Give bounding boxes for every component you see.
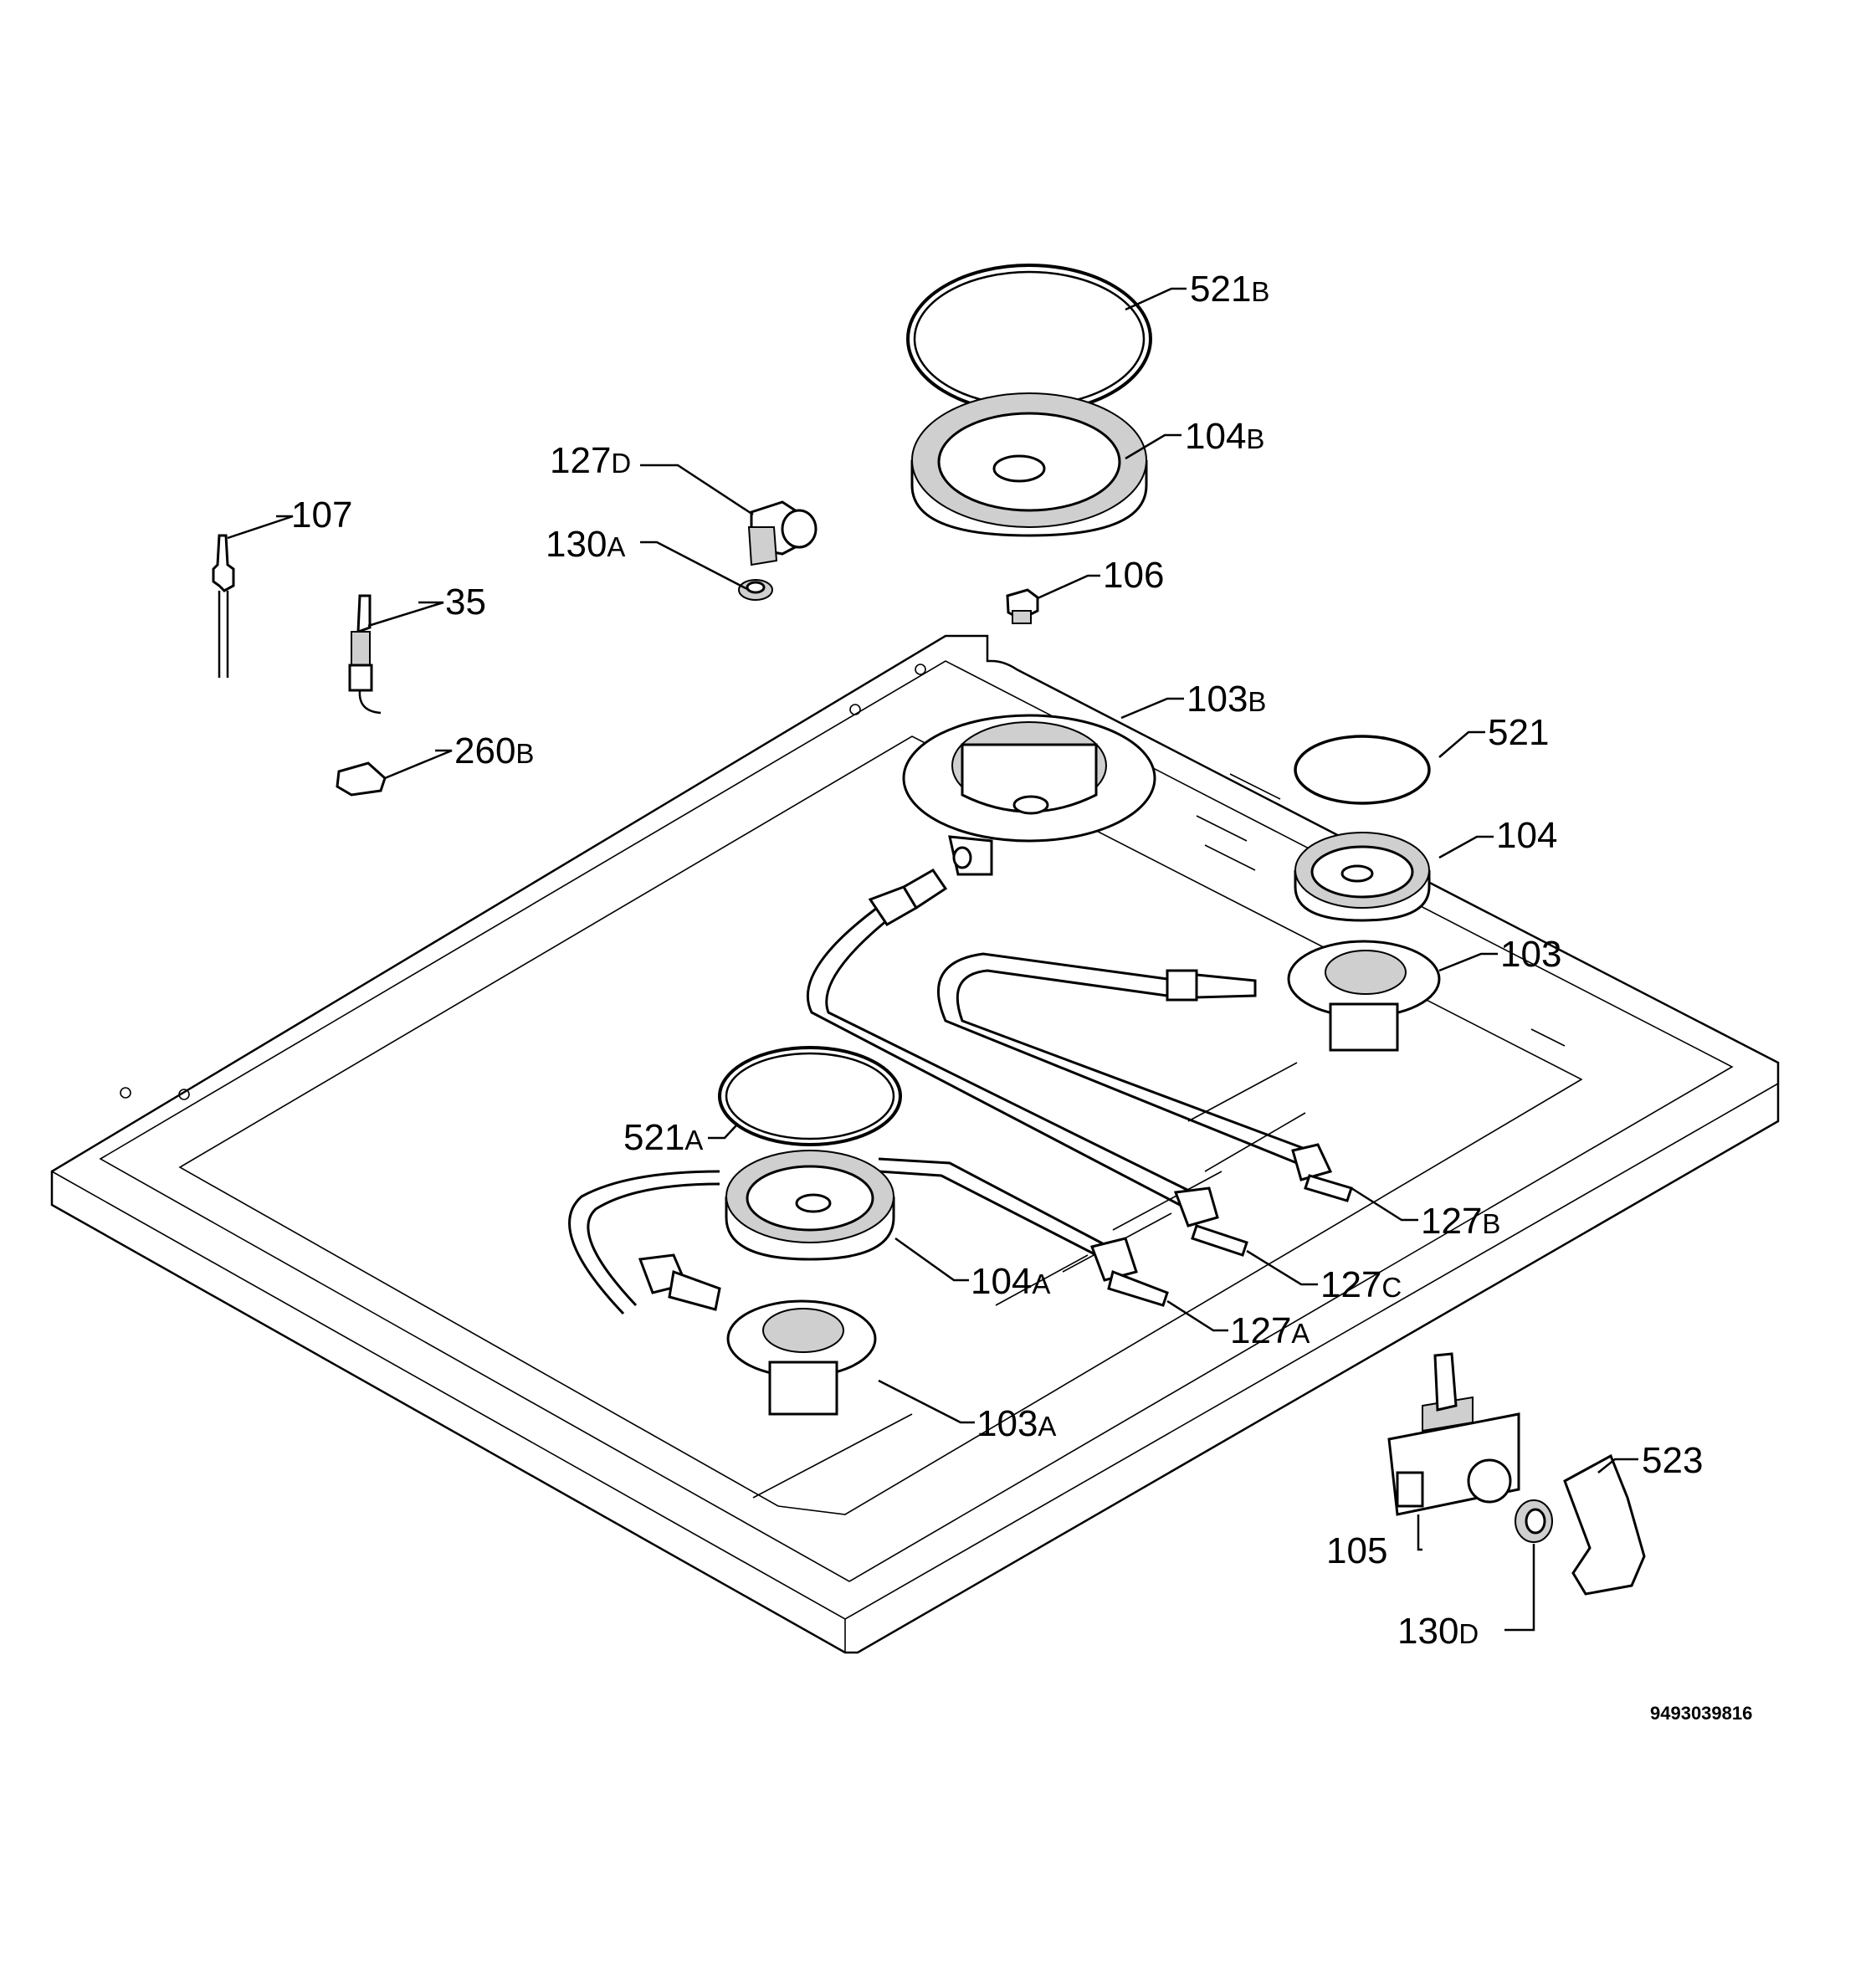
electrode-35 bbox=[348, 594, 382, 715]
label-104: 104 bbox=[1496, 815, 1557, 856]
gas-pipes bbox=[568, 869, 1353, 1315]
label-103: 103 bbox=[1500, 934, 1561, 975]
label-106: 106 bbox=[1103, 555, 1164, 596]
burner-cap-104a bbox=[725, 1150, 895, 1261]
label-127b: 127B bbox=[1421, 1201, 1500, 1242]
label-103a: 103A bbox=[976, 1403, 1056, 1444]
burner-cap-104b bbox=[910, 392, 1148, 537]
label-130d: 130D bbox=[1397, 1611, 1479, 1652]
label-521a: 521A bbox=[623, 1117, 703, 1158]
injector-106 bbox=[1006, 588, 1039, 624]
hob-plate bbox=[50, 634, 1780, 1654]
gasket-521a bbox=[718, 1046, 902, 1146]
label-35: 35 bbox=[445, 582, 486, 623]
gasket-521b bbox=[906, 264, 1152, 414]
burner-cap-104 bbox=[1294, 832, 1431, 922]
label-104b: 104B bbox=[1185, 416, 1264, 457]
leader-lines bbox=[227, 287, 1638, 1632]
label-260b: 260B bbox=[454, 730, 534, 771]
gasket-521 bbox=[1294, 735, 1431, 805]
burner-base-103 bbox=[1287, 940, 1441, 1052]
elbow-127d bbox=[747, 500, 818, 566]
label-127c: 127C bbox=[1320, 1264, 1402, 1305]
burner-base-103b bbox=[902, 714, 1156, 876]
label-105: 105 bbox=[1326, 1530, 1387, 1571]
label-127d: 127D bbox=[550, 440, 631, 481]
washer-130d bbox=[1515, 1499, 1553, 1543]
label-103b: 103B bbox=[1187, 679, 1266, 720]
label-523: 523 bbox=[1642, 1440, 1703, 1481]
clip-260b bbox=[336, 761, 387, 797]
gas-tap-105 bbox=[1387, 1352, 1520, 1516]
label-107: 107 bbox=[291, 495, 352, 536]
burner-base-103a bbox=[726, 1299, 877, 1416]
label-521b: 521B bbox=[1190, 269, 1269, 310]
thermocouple-107 bbox=[212, 534, 235, 678]
label-521: 521 bbox=[1488, 712, 1549, 753]
washer-130a bbox=[738, 579, 773, 601]
label-127a: 127A bbox=[1230, 1310, 1310, 1351]
label-130a: 130A bbox=[546, 524, 625, 565]
label-104a: 104A bbox=[971, 1261, 1050, 1302]
clip-523 bbox=[1563, 1453, 1646, 1596]
drawing-code: 9493039816 bbox=[1650, 1703, 1752, 1724]
